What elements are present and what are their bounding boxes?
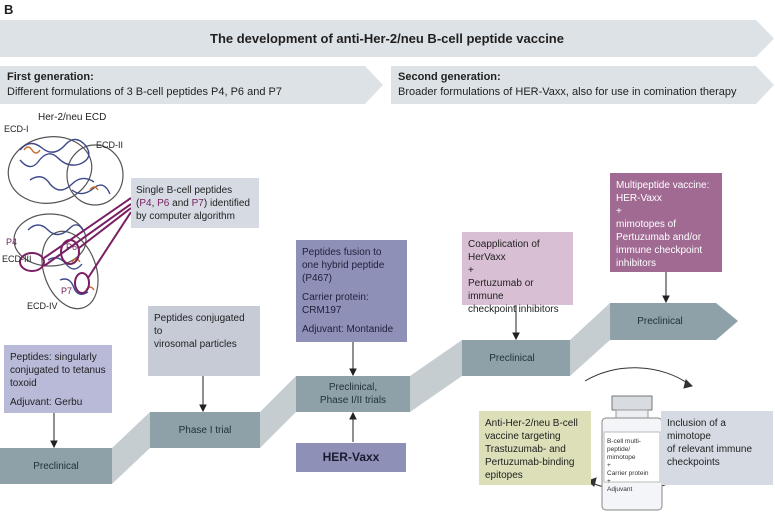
coapplication-line1: Coapplication of bbox=[468, 239, 540, 250]
first-generation-text: Different formulations of 3 B-cell pepti… bbox=[7, 86, 282, 98]
up-arrow bbox=[349, 411, 357, 442]
fusion-carrier-label: Carrier protein: bbox=[302, 292, 369, 303]
vial-line4: + bbox=[607, 462, 611, 469]
peptide-note-line3: by computer algorithm bbox=[136, 211, 235, 222]
flow-step-2 bbox=[150, 412, 260, 448]
vaccine-vial bbox=[601, 395, 663, 511]
peptide-p4-label: P4 bbox=[6, 237, 18, 247]
multipeptide-line2: HER-Vaxx bbox=[616, 193, 662, 204]
multipeptide-line6: immune checkpoint bbox=[616, 245, 703, 256]
multipeptide-box: Multipeptide vaccine: HER-Vaxx + mimotop… bbox=[610, 173, 722, 272]
fusion-peptide-box: Peptides fusion to one hybrid peptide (P… bbox=[296, 240, 407, 342]
anti-her2-line5: epitopes bbox=[485, 470, 523, 481]
anti-her2-epitope-box: Anti-Her-2/neu B-cell vaccine targeting … bbox=[479, 411, 591, 485]
tetanus-line3: toxoid bbox=[10, 378, 37, 389]
fusion-adjuvant: Adjuvant: Montanide bbox=[302, 324, 394, 335]
vial-line6: + bbox=[607, 478, 611, 485]
down-arrows bbox=[50, 272, 670, 449]
multipeptide-line4: mimotopes of bbox=[616, 219, 677, 230]
flow-stage-1-label: Preclinical bbox=[33, 461, 79, 472]
tetanus-conjugate-box: Peptides: singularly conjugated to tetan… bbox=[4, 345, 112, 413]
inclusion-mimotope-box: Inclusion of a mimotope of relevant immu… bbox=[661, 411, 773, 485]
flow-stage-3-line2: Phase I/II trials bbox=[319, 395, 387, 406]
flow-step-1 bbox=[0, 448, 112, 484]
coapplication-line4: Pertuzumab or immune bbox=[468, 278, 534, 302]
multipeptide-line7: inhibitors bbox=[616, 258, 657, 269]
second-generation-arrow: Second generation: Broader formulations … bbox=[391, 66, 774, 104]
second-generation-text: Broader formulations of HER-Vaxx, also f… bbox=[398, 86, 737, 98]
tetanus-adjuvant: Adjuvant: Gerbu bbox=[10, 397, 83, 408]
inclusion-line1: Inclusion of a mimotope bbox=[667, 418, 726, 442]
p6-highlight: P6 bbox=[157, 198, 170, 209]
flow-connectors bbox=[112, 303, 610, 484]
multipeptide-plus: + bbox=[616, 206, 622, 217]
fusion-line1: Peptides fusion to bbox=[302, 247, 382, 258]
protein-title: Her-2/neu ECD bbox=[38, 112, 107, 123]
peptide-note-line2: (P4, P6 and P7) identified bbox=[136, 198, 250, 209]
panel-letter: B bbox=[4, 2, 14, 17]
vial-line5: Carrier protein bbox=[607, 470, 649, 477]
tetanus-line2: conjugated to tetanus bbox=[10, 365, 106, 376]
coapplication-line2: HerVaxx bbox=[468, 252, 506, 263]
anti-her2-line3: Trastuzumab- and bbox=[485, 444, 566, 455]
vial-line1: B-cell multi- bbox=[607, 438, 641, 445]
peptide-p6-label: P6 bbox=[66, 242, 78, 252]
fusion-line3: (P467) bbox=[302, 273, 333, 284]
flow-steps bbox=[0, 303, 738, 484]
flow-stage-4-label: Preclinical bbox=[489, 353, 535, 364]
coapplication-line5: checkpoint inhibitors bbox=[468, 304, 559, 315]
inclusion-line3: checkpoints bbox=[667, 457, 720, 468]
anti-her2-line2: vaccine targeting bbox=[485, 431, 561, 442]
anti-her2-line1: Anti-Her-2/neu B-cell bbox=[485, 418, 578, 429]
peptide-note-line1: Single B-cell peptides bbox=[136, 185, 233, 196]
virosomal-line2: virosomal particles bbox=[154, 339, 237, 350]
flow-stage-3-label: Preclinical, Phase I/II trials bbox=[296, 381, 410, 407]
p4-highlight: P4 bbox=[139, 198, 152, 209]
coapplication-box: Coapplication of HerVaxx + Pertuzumab or… bbox=[462, 232, 573, 315]
flow-step-3 bbox=[296, 376, 410, 412]
flow-stage-3-line1: Preclinical, bbox=[328, 382, 378, 393]
multipeptide-line5: Pertuzumab and/or bbox=[616, 232, 702, 243]
vial-line7: Adjuvant bbox=[607, 486, 633, 493]
first-generation-title: First generation: bbox=[7, 71, 94, 83]
vial-line3: mimotope bbox=[607, 454, 636, 461]
virosomal-line1: Peptides conjugated to bbox=[154, 313, 245, 337]
fusion-carrier-value: CRM197 bbox=[302, 305, 342, 316]
coapplication-plus: + bbox=[468, 265, 474, 276]
inclusion-line2: of relevant immune bbox=[667, 444, 753, 455]
multipeptide-line1: Multipeptide vaccine: bbox=[616, 180, 710, 191]
ecd-iv-label: ECD-IV bbox=[27, 301, 58, 311]
ecd-i-label: ECD-I bbox=[4, 124, 29, 134]
tetanus-line1: Peptides: singularly bbox=[10, 352, 97, 363]
fusion-line2: one hybrid peptide bbox=[302, 260, 385, 271]
flow-stage-5-label: Preclinical bbox=[637, 316, 683, 327]
ecd-ii-label: ECD-II bbox=[96, 140, 123, 150]
diagram-title: The development of anti-Her-2/neu B-cell… bbox=[210, 31, 564, 46]
vial-line2: peptide/ bbox=[607, 446, 631, 453]
ecd-iii-label: ECD-III bbox=[2, 254, 32, 264]
virosomal-box: Peptides conjugated to virosomal particl… bbox=[148, 306, 260, 376]
her2-protein-structure bbox=[7, 136, 132, 310]
main-header-arrow: The development of anti-Her-2/neu B-cell… bbox=[0, 20, 774, 57]
flow-step-4 bbox=[462, 340, 570, 376]
flow-stage-2-label: Phase I trial bbox=[178, 425, 232, 436]
flow-step-5 bbox=[610, 303, 738, 340]
anti-her2-line4: Pertuzumab-binding bbox=[485, 457, 575, 468]
hervaxx-box: HER-Vaxx bbox=[296, 443, 406, 472]
first-generation-arrow: First generation: Different formulations… bbox=[0, 66, 383, 104]
p7-highlight: P7 bbox=[191, 198, 204, 209]
vial-label: B-cell multi- peptide/ mimotope + Carrie… bbox=[607, 438, 659, 494]
peptide-identification-box: Single B-cell peptides (P4, P6 and P7) i… bbox=[131, 178, 259, 228]
second-generation-title: Second generation: bbox=[398, 71, 501, 83]
peptide-p7-label: P7 bbox=[61, 286, 73, 296]
